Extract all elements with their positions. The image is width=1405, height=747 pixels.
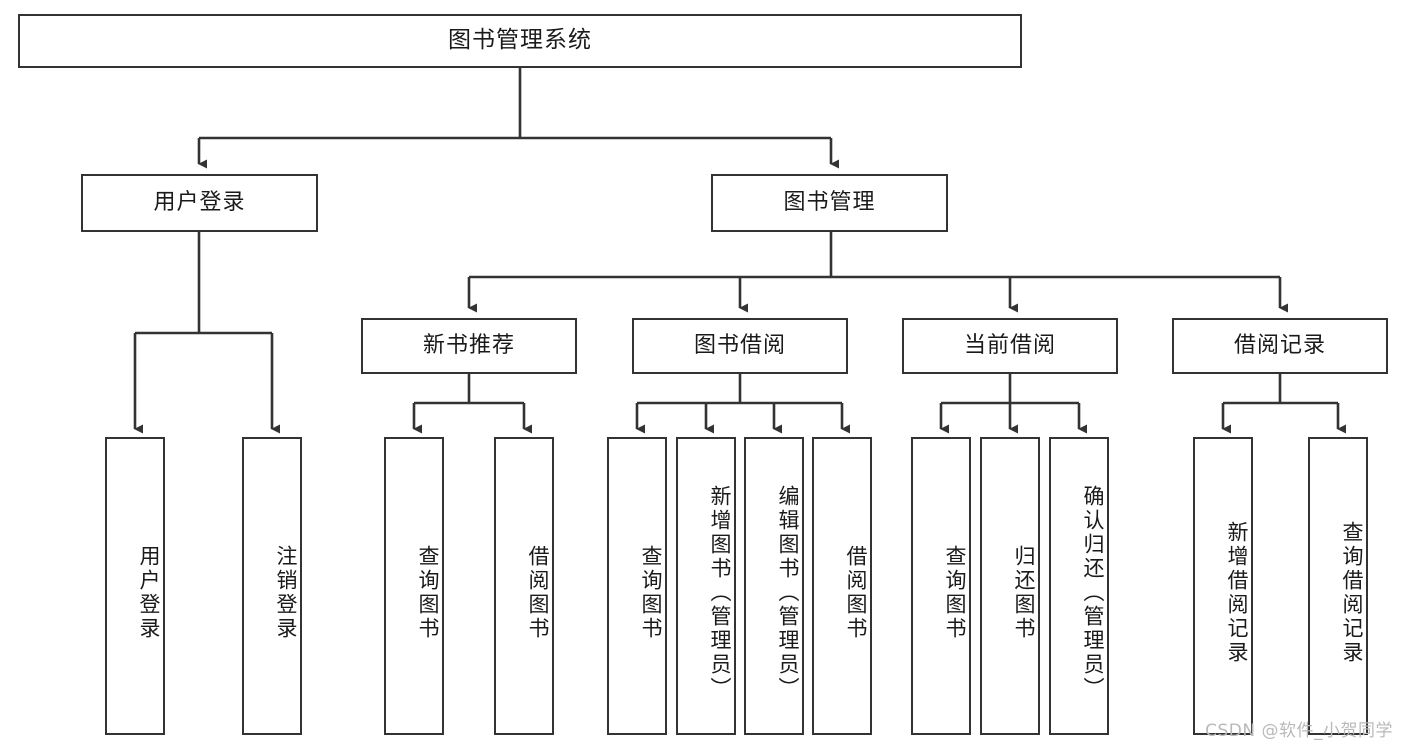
node-label: 借阅图书 [844,545,868,641]
node-book-manage[interactable]: 图书管理 [711,174,948,232]
watermark-text: CSDN @软件_小贺同学 [1205,721,1393,741]
node-label: 查询借阅记录 [1340,521,1364,665]
node-leaf-add-book[interactable]: 新增图书（管理员） [676,437,736,735]
node-leaf-query-book-borrow[interactable]: 查询图书 [607,437,667,735]
node-leaf-user-login[interactable]: 用户登录 [105,437,165,735]
node-borrow-record[interactable]: 借阅记录 [1172,318,1388,374]
node-user-login[interactable]: 用户登录 [81,174,318,232]
node-leaf-borrow-book-recommend[interactable]: 借阅图书 [494,437,554,735]
node-label: 用户登录 [153,189,246,215]
node-label: 图书借阅 [693,332,786,358]
node-label: 借阅记录 [1233,332,1326,358]
node-new-book-recommend[interactable]: 新书推荐 [361,318,577,374]
node-book-borrow[interactable]: 图书借阅 [632,318,848,374]
node-label: 查询图书 [943,545,967,641]
node-label: 新书推荐 [422,332,515,358]
node-leaf-add-borrow-record[interactable]: 新增借阅记录 [1193,437,1253,735]
node-label: 查询图书 [639,545,663,641]
node-label: 借阅图书 [526,545,550,641]
node-leaf-query-book-recommend[interactable]: 查询图书 [384,437,444,735]
node-leaf-edit-book[interactable]: 编辑图书（管理员） [744,437,804,735]
node-label: 确认归还（管理员） [1081,485,1105,701]
node-label: 查询图书 [416,545,440,641]
node-root-system[interactable]: 图书管理系统 [18,14,1022,68]
node-current-borrow[interactable]: 当前借阅 [902,318,1118,374]
node-label: 新增借阅记录 [1225,521,1249,665]
node-leaf-return-book[interactable]: 归还图书 [980,437,1040,735]
node-leaf-query-book-current[interactable]: 查询图书 [911,437,971,735]
node-label: 归还图书 [1012,545,1036,641]
node-leaf-borrow-book[interactable]: 借阅图书 [812,437,872,735]
node-label: 注销登录 [274,545,298,641]
node-label: 图书管理 [783,189,876,215]
node-leaf-query-borrow-record[interactable]: 查询借阅记录 [1308,437,1368,735]
node-label: 新增图书（管理员） [708,485,732,701]
node-label: 当前借阅 [963,332,1056,358]
node-label: 用户登录 [137,545,161,641]
node-leaf-confirm-return[interactable]: 确认归还（管理员） [1049,437,1109,735]
node-label: 图书管理系统 [448,27,592,54]
node-label: 编辑图书（管理员） [776,485,800,701]
node-leaf-logout[interactable]: 注销登录 [242,437,302,735]
